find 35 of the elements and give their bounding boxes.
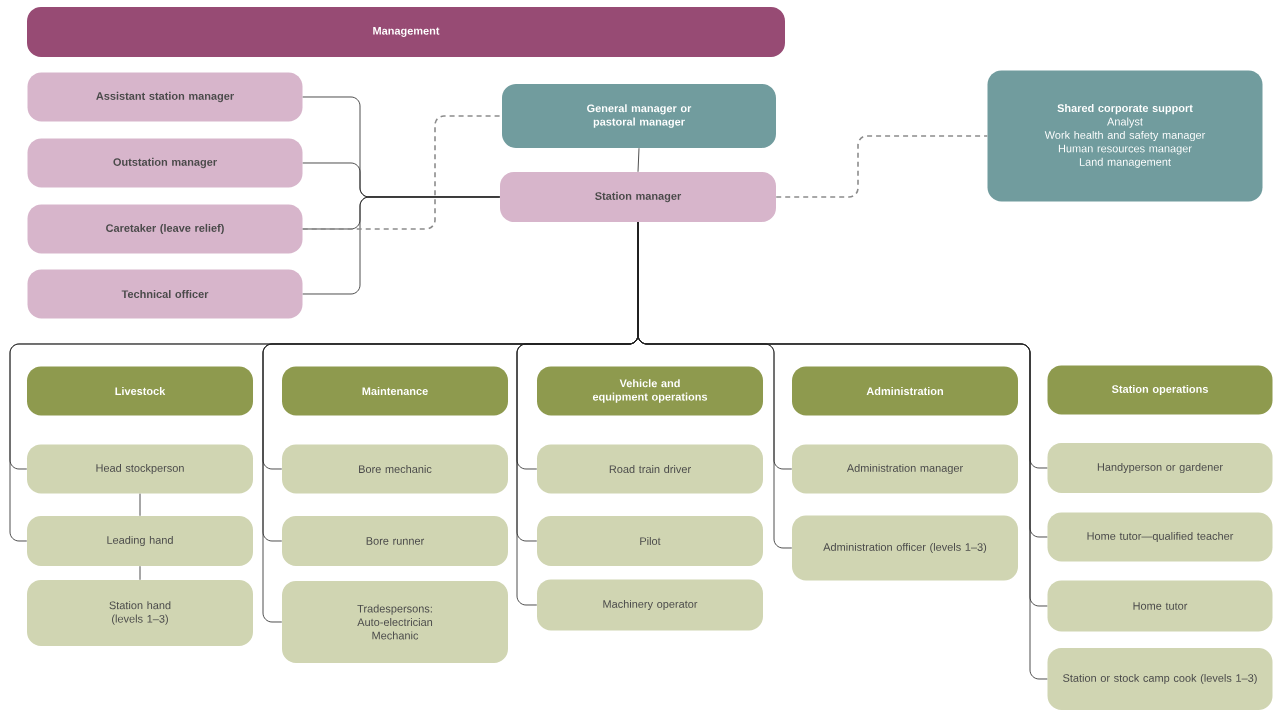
role-box: Road train driver bbox=[537, 444, 763, 494]
role-box: Bore mechanic bbox=[282, 444, 508, 494]
role-box: Bore runner bbox=[282, 516, 508, 566]
role-box: Handyperson or gardener bbox=[1047, 443, 1273, 493]
connector-line bbox=[301, 115, 503, 230]
department-header: Maintenance bbox=[282, 366, 508, 416]
role-box: Pilot bbox=[537, 516, 763, 566]
role-box: Station hand (levels 1–3) bbox=[27, 580, 253, 646]
role-box: Shared corporate support Analyst Work health and safety manager Human resources manager Land management bbox=[987, 70, 1263, 202]
role-box: Technical officer bbox=[27, 269, 303, 319]
connector-line bbox=[139, 493, 141, 517]
role-box: Assistant station manager bbox=[27, 72, 303, 122]
role-box: Administration officer (levels 1–3) bbox=[792, 515, 1018, 581]
role-box: Head stockperson bbox=[27, 444, 253, 494]
connector-line bbox=[637, 221, 1048, 680]
role-box: Home tutor bbox=[1047, 580, 1273, 632]
department-header: Livestock bbox=[27, 366, 253, 416]
department-header: Station operations bbox=[1047, 365, 1273, 415]
role-box: Caretaker (leave relief) bbox=[27, 204, 303, 254]
role-box: Tradespersons: Auto-electrician Mechanic bbox=[282, 581, 508, 663]
role-box: Leading hand bbox=[27, 516, 253, 566]
banner-bar: Management bbox=[27, 7, 785, 57]
connector-line bbox=[637, 147, 640, 173]
role-box: Station or stock camp cook (levels 1–3) bbox=[1047, 648, 1273, 710]
role-box: Outstation manager bbox=[27, 138, 303, 188]
role-box: General manager or pastoral manager bbox=[502, 84, 776, 148]
connector-line bbox=[775, 135, 989, 198]
connector-line bbox=[139, 565, 141, 581]
department-header: Administration bbox=[792, 366, 1018, 416]
role-box: Administration manager bbox=[792, 444, 1018, 494]
role-box: Station manager bbox=[500, 172, 776, 222]
connector-line bbox=[302, 196, 501, 295]
role-box: Home tutor—qualified teacher bbox=[1047, 512, 1273, 562]
role-box: Machinery operator bbox=[537, 579, 763, 631]
department-header: Vehicle and equipment operations bbox=[537, 366, 763, 416]
